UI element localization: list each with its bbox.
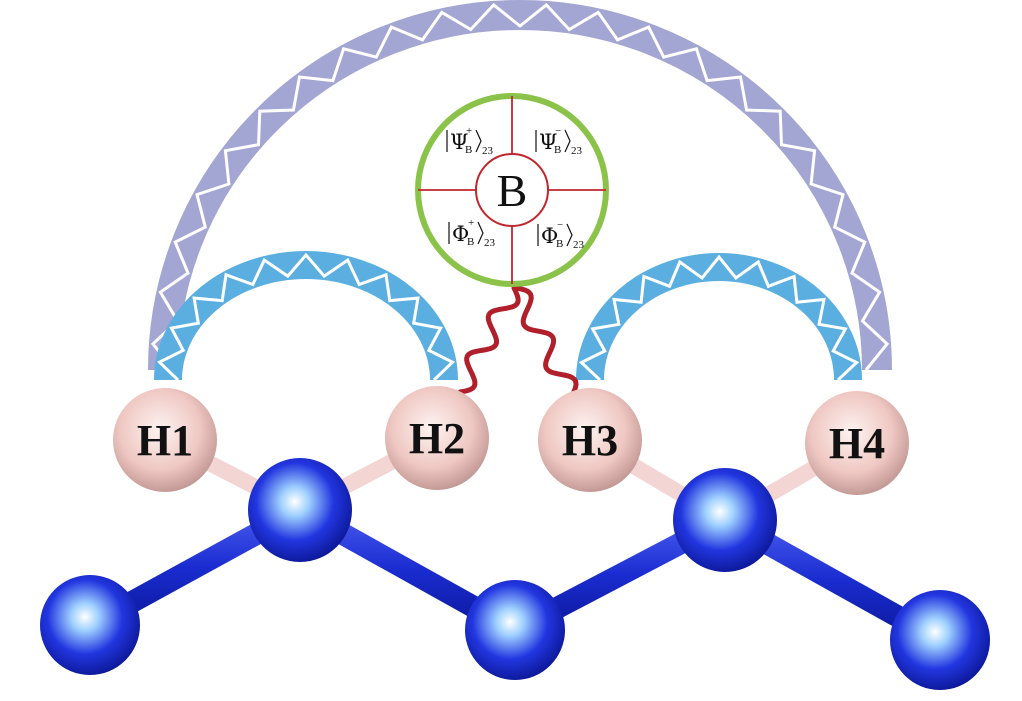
carbon-atom xyxy=(40,575,140,675)
entanglement-arcs xyxy=(148,0,892,382)
state-index: 23 xyxy=(484,237,496,249)
carbon-atom xyxy=(673,468,777,572)
wave-line-h3 xyxy=(513,285,579,399)
hydrogen-atom-h2: H2 xyxy=(385,386,489,490)
bell-state-phi-minus: Φ − B 23 xyxy=(537,219,585,251)
state-subscript: B xyxy=(554,144,561,156)
hydrogen-atom-h1: H1 xyxy=(113,388,217,492)
carbon-atom xyxy=(248,458,352,562)
hydrogen-atom-h3: H3 xyxy=(538,388,642,492)
h1-label: H1 xyxy=(137,416,193,465)
measurement-cross xyxy=(418,96,606,284)
measurement-wires xyxy=(457,285,579,399)
inner-arc-h1-h2 xyxy=(154,251,458,382)
state-superscript: + xyxy=(468,217,474,229)
carbon-atom xyxy=(465,580,565,680)
state-index: 23 xyxy=(482,145,494,157)
outer-arc-h1-h4 xyxy=(148,0,892,371)
state-symbol: Φ xyxy=(452,222,469,246)
bell-state-psi-minus: Ψ − B 23 xyxy=(535,125,583,157)
bell-state-psi-plus: Ψ + B 23 xyxy=(446,125,494,157)
hydrogen-atoms: H1 H2 H3 H4 xyxy=(113,386,909,495)
state-subscript: B xyxy=(465,144,472,156)
state-superscript: + xyxy=(466,125,472,137)
state-symbol: Ψ xyxy=(450,130,468,154)
h3-label: H3 xyxy=(562,416,618,465)
state-symbol: Φ xyxy=(541,224,558,248)
state-subscript: B xyxy=(467,236,474,248)
state-superscript: − xyxy=(555,125,561,137)
bell-measurement-circle: B Ψ + B 23 Ψ − B 23 Φ + B 23 Φ xyxy=(415,93,609,287)
h2-label: H2 xyxy=(409,414,465,463)
carbon-atom xyxy=(890,590,990,690)
h4-label: H4 xyxy=(829,419,885,468)
state-subscript: B xyxy=(556,238,563,250)
state-symbol: Ψ xyxy=(539,130,557,154)
bell-state-phi-plus: Φ + B 23 xyxy=(448,217,496,249)
measurement-label: B xyxy=(497,165,528,216)
hydrogen-atom-h4: H4 xyxy=(805,391,909,495)
state-index: 23 xyxy=(573,239,585,251)
state-index: 23 xyxy=(571,145,583,157)
inner-arc-h3-h4 xyxy=(576,253,862,382)
carbon-atoms xyxy=(40,458,990,690)
wave-line-h2 xyxy=(457,285,521,395)
state-superscript: − xyxy=(557,219,563,231)
